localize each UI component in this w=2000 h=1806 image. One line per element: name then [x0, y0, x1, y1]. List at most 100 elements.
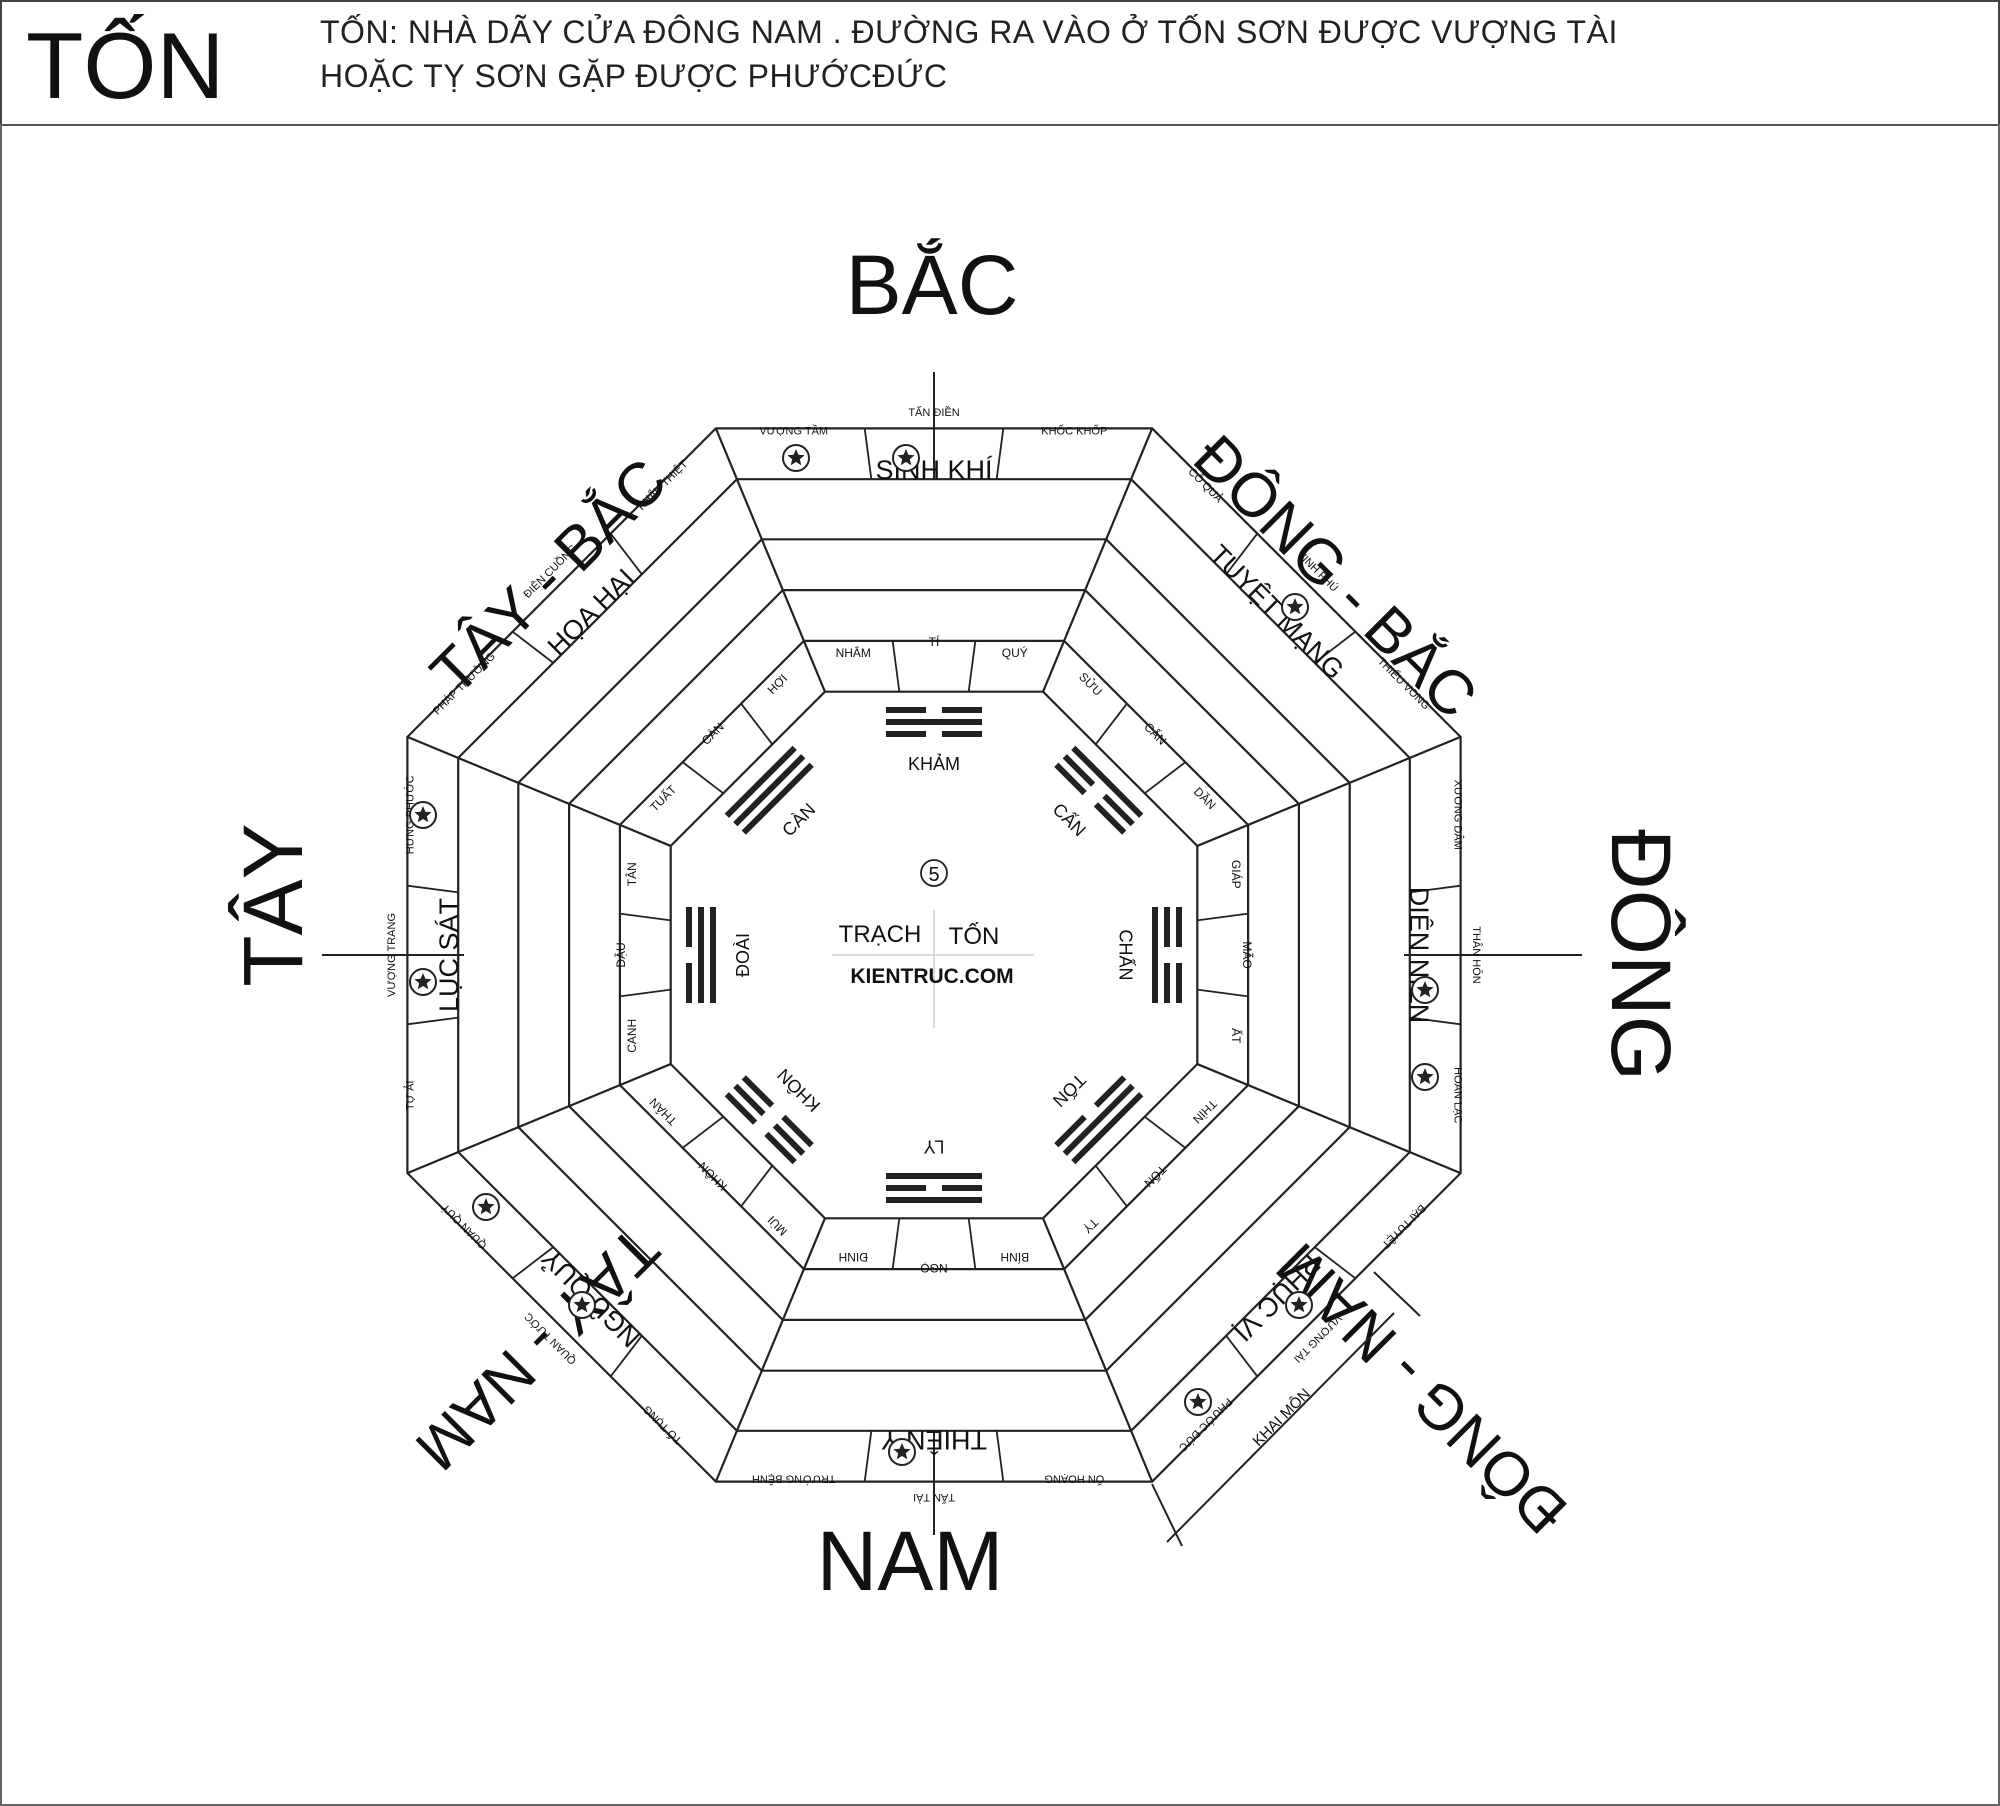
cell-divider [1144, 761, 1186, 795]
trigram-line-solid [1071, 745, 1144, 818]
trigram-line-solid [724, 745, 797, 818]
cell-divider [407, 1016, 459, 1026]
center-label-right: TỐN [949, 922, 1000, 950]
direction-label-north: BẮC [846, 238, 1019, 332]
mountain-label-southwest-2: THÂN [646, 1095, 680, 1129]
cell-divider [863, 428, 873, 480]
cell-divider [619, 988, 671, 998]
trigram-line-broken [886, 1185, 926, 1191]
trigram-line-solid [698, 907, 704, 1003]
trigram-line-broken [1054, 1114, 1087, 1148]
trigram-line-broken [886, 707, 926, 713]
star-in-circle-icon [568, 1291, 596, 1319]
trigram-line-broken [942, 707, 982, 713]
direction-label-west: TÂY [226, 823, 320, 986]
cell-divider [967, 640, 977, 692]
sector-divider [1196, 1063, 1462, 1175]
trigram-line-broken [1093, 1075, 1127, 1108]
mountain-label-south-1: NGỌ [920, 1261, 947, 1275]
door-tick [1373, 1271, 1421, 1317]
cell-divider [891, 1218, 901, 1270]
outer-label-south-2: TRƯỜNG BỆNH [752, 1473, 836, 1486]
star-in-circle-icon [409, 801, 437, 829]
trigram-southwest [724, 1075, 814, 1165]
mountain-label-southeast-2: TỴ [1080, 1215, 1101, 1236]
trigram-line-broken [1093, 802, 1127, 835]
sector-divider [1042, 1217, 1154, 1483]
cell-divider [682, 761, 724, 795]
mountain-label-southwest-0: MÙI [764, 1213, 790, 1239]
trigram-line-solid [1062, 1083, 1135, 1156]
outer-label-southwest-0: TỐ TỤNG [640, 1403, 685, 1448]
watermark: KIENTRUC.COM [850, 965, 1013, 988]
sector-divider [406, 735, 672, 847]
direction-label-southeast: ĐÔNG - NAM [1264, 1230, 1581, 1547]
trigram-line-solid [733, 754, 806, 827]
cell-divider [1409, 884, 1461, 894]
header-description-line-1: TỐN: NHÀ DÃY CỬA ĐÔNG NAM . ĐƯỜNG RA VÀO… [320, 14, 1618, 50]
cell-divider [1197, 912, 1249, 922]
cell-divider [512, 1246, 554, 1280]
trigram-line-broken [1102, 793, 1135, 827]
cell-divider [682, 1115, 724, 1149]
trigram-line-broken [1176, 963, 1182, 1003]
cell-divider [1197, 988, 1249, 998]
mountain-label-west-1: DẬU [613, 942, 628, 967]
sector-divider [714, 1217, 826, 1483]
trigram-line-broken [724, 1092, 758, 1125]
trigram-line-broken [1164, 907, 1170, 947]
cell-divider [891, 640, 901, 692]
mountain-label-north-2: QUÝ [1002, 645, 1028, 660]
trigram-line-broken [1054, 762, 1087, 796]
mountain-label-west-2: TÂN [624, 862, 639, 886]
direction-label-east: ĐÔNG [1594, 829, 1688, 1081]
cell-divider [863, 1430, 873, 1482]
star-in-circle-icon [1411, 1063, 1439, 1091]
trigram-name-southwest: KHÔN [773, 1065, 825, 1117]
door-line [1166, 1312, 1395, 1543]
star-in-circle-icon [472, 1193, 500, 1221]
door-tick [1151, 1483, 1183, 1547]
trigram-name-west: ĐOÀI [733, 933, 753, 977]
mountain-label-north-0: NHÂM [836, 645, 871, 660]
cell-divider [1094, 1165, 1128, 1207]
outer-label-north-1: TẤN ĐIỀN [908, 406, 959, 419]
trigram-line-broken [781, 1114, 814, 1148]
door-label: KHAI MÔN [1249, 1385, 1313, 1449]
star-in-circle-icon [1281, 593, 1309, 621]
cell-divider [740, 703, 774, 745]
outer-label-west-0: TỰ ẢI [403, 1080, 416, 1110]
trigram-line-solid [1152, 907, 1158, 1003]
outer-label-west-1: VƯỢNG TRANG [386, 913, 398, 997]
outer-label-east-1: THÂN HÔN [1470, 926, 1483, 984]
trigram-name-east: CHẤN [1115, 929, 1136, 980]
page-title: TỐN [26, 13, 225, 118]
trigram-northeast [1054, 745, 1144, 835]
cell-divider [1314, 630, 1356, 664]
trigram-name-north: KHẢM [908, 753, 960, 774]
trigram-name-northeast: CẤN [1049, 799, 1091, 841]
trigram-north [886, 707, 982, 737]
trigram-northwest [724, 745, 814, 835]
trigram-line-solid [886, 719, 982, 725]
outer-label-south-1: TẤN TÀI [913, 1491, 955, 1504]
star-in-circle-icon [409, 968, 437, 996]
trigram-line-broken [1176, 907, 1182, 947]
center-area: 5 TRẠCH TỐN KIENTRUC.COM [832, 859, 1034, 1028]
outer-label-east-2: HOAN LẠC [1452, 1067, 1464, 1123]
cell-divider [995, 428, 1005, 480]
trigram-line-broken [686, 963, 692, 1003]
trigram-line-broken [1062, 754, 1096, 787]
outer-label-north-0: VƯỢNG TẦM [759, 424, 828, 437]
cell-divider [1094, 703, 1128, 745]
trigram-line-broken [886, 731, 926, 737]
cell-divider [1144, 1115, 1186, 1149]
trigram-line-broken [741, 1075, 775, 1108]
mountain-label-south-2: ĐINH [839, 1250, 868, 1264]
mountain-label-west-0: CANH [625, 1019, 639, 1053]
octagon-rings [406, 427, 1462, 1483]
trigram-line-broken [942, 731, 982, 737]
center-label-left: TRẠCH [839, 921, 922, 948]
